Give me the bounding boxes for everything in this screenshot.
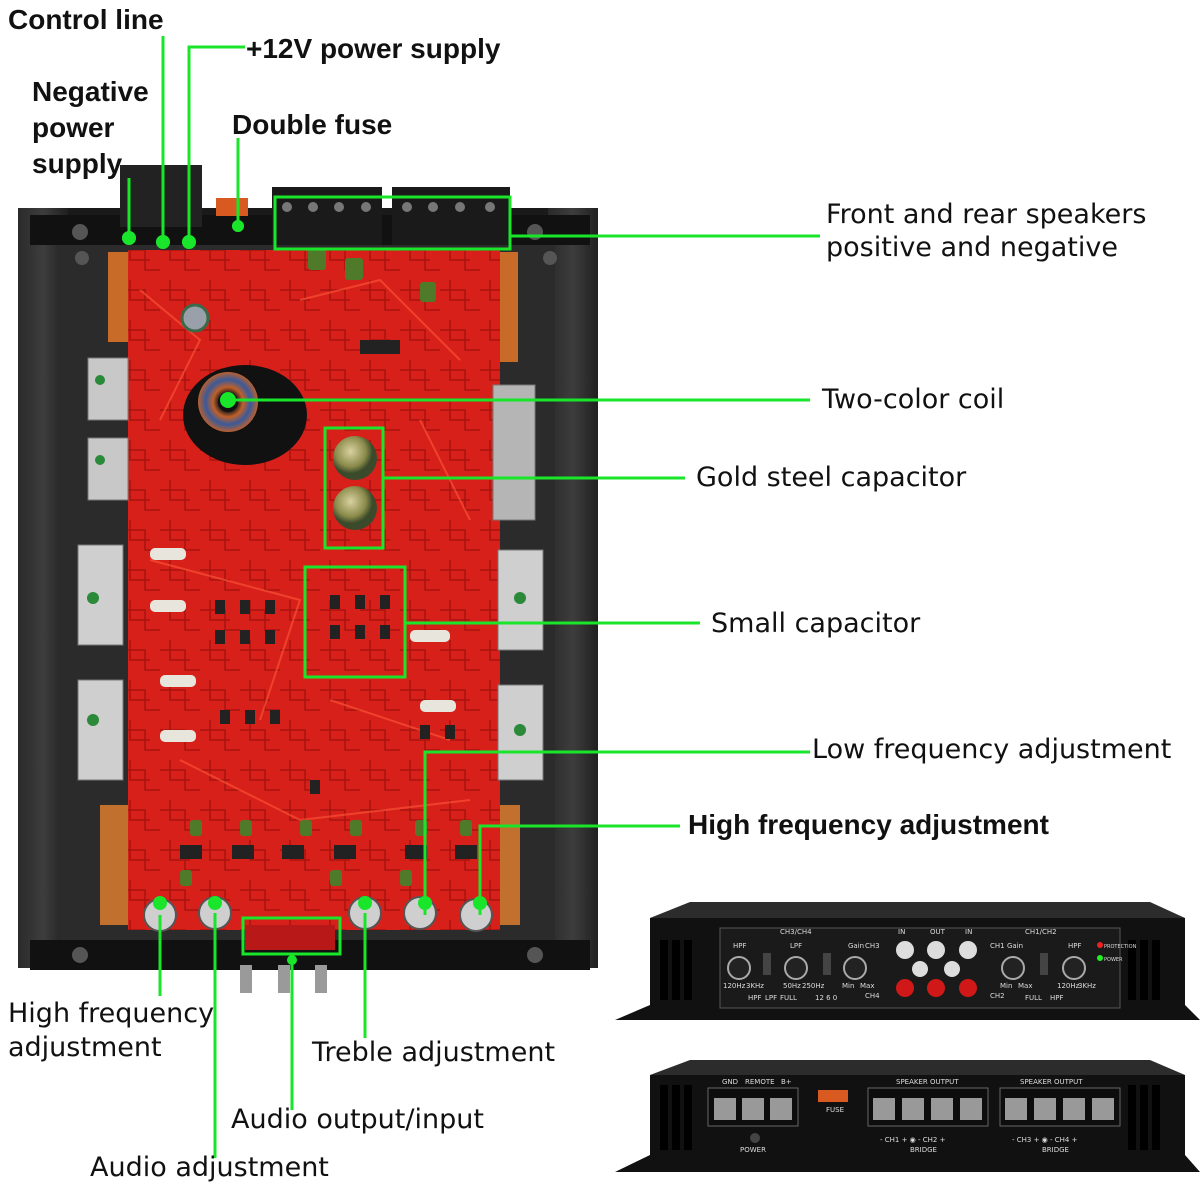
front-3khz-label: 3KHz <box>746 982 764 990</box>
rear-bridge-label-2: BRIDGE <box>1042 1146 1069 1154</box>
resistors <box>150 548 456 742</box>
electrolytic-capacitors <box>333 436 377 530</box>
rear-power-label: POWER <box>740 1146 766 1154</box>
label-high-frequency-left: High frequency adjustment <box>8 998 215 1063</box>
label-negative-power: Negative power supply <box>32 76 149 179</box>
front-max-label-2: Max <box>1018 982 1032 990</box>
rear-speaker-output-2: SPEAKER OUTPUT <box>1020 1078 1083 1086</box>
front-max-label: Max <box>860 982 874 990</box>
small-components <box>180 340 477 859</box>
label-12v-power: +12V power supply <box>246 33 501 64</box>
label-gold-steel-capacitor: Gold steel capacitor <box>696 462 967 493</box>
front-ch3-label: CH3 <box>865 942 880 950</box>
front-group-right: CH1/CH2 <box>1025 928 1057 936</box>
amplifier-rear-panel: GND REMOTE B+ FUSE SPEAKER OUTPUT SPEAKE… <box>615 1060 1200 1172</box>
front-hpf-label-4: HPF <box>1050 994 1064 1002</box>
rear-speaker-output-1: SPEAKER OUTPUT <box>896 1078 959 1086</box>
front-50hz-label: 50Hz <box>783 982 801 990</box>
speaker-terminals-box <box>273 195 512 251</box>
front-ch4-label: CH4 <box>865 992 880 1000</box>
front-min-label-2: Min <box>1000 982 1012 990</box>
front-hpf-label: HPF <box>733 942 747 950</box>
front-gain-label-2: Gain <box>1007 942 1023 950</box>
label-control-line: Control line <box>8 4 164 35</box>
front-120hz-label-2: 120Hz <box>1057 982 1080 990</box>
front-3khz-label-2: 3KHz <box>1078 982 1096 990</box>
toroid-coil <box>180 303 307 465</box>
front-hpf-label-2: HPF <box>1068 942 1082 950</box>
rear-gnd-label: GND <box>722 1078 738 1086</box>
label-audio-adjustment: Audio adjustment <box>90 1152 329 1183</box>
front-out-label: OUT <box>930 928 946 936</box>
front-power-label: POWER <box>1104 957 1123 963</box>
label-two-color-coil: Two-color coil <box>822 384 1005 415</box>
label-low-frequency: Low frequency adjustment <box>812 734 1172 765</box>
front-120hz-label: 120Hz <box>723 982 746 990</box>
label-treble: Treble adjustment <box>312 1037 556 1068</box>
rear-bridge-label-1: BRIDGE <box>910 1146 937 1154</box>
front-full-label-2: FULL <box>1025 994 1042 1002</box>
front-in-label: IN <box>898 928 905 936</box>
rear-ch34-label: - CH3 + ◉ - CH4 + <box>1012 1136 1078 1144</box>
rear-bplus-label: B+ <box>781 1078 792 1086</box>
front-gain-label: Gain <box>848 942 864 950</box>
callout-dots <box>122 220 487 965</box>
front-protection-label: PROTECTION <box>1104 944 1137 950</box>
front-ch2-label: CH2 <box>990 992 1005 1000</box>
transistor-clamps <box>77 357 544 781</box>
label-audio-io: Audio output/input <box>231 1104 484 1135</box>
label-small-capacitor: Small capacitor <box>711 608 921 639</box>
film-capacitors <box>180 248 472 886</box>
front-ch1-label: CH1 <box>990 942 1005 950</box>
rear-ch12-label: - CH1 + ◉ - CH2 + <box>880 1136 946 1144</box>
front-bass-values: 12 6 0 <box>815 994 837 1002</box>
amplifier-front-panel: CH3/CH4 CH1/CH2 IN OUT IN HPF LPF Gain C… <box>615 902 1200 1020</box>
front-in-label-2: IN <box>965 928 972 936</box>
label-speakers: Front and rear speakers positive and neg… <box>826 199 1147 263</box>
front-lpf-label: LPF <box>790 942 802 950</box>
front-min-label: Min <box>842 982 854 990</box>
front-250hz-label: 250Hz <box>802 982 825 990</box>
rear-fuse-label: FUSE <box>826 1106 844 1114</box>
rear-remote-label: REMOTE <box>745 1078 775 1086</box>
rca-jacks <box>240 925 335 993</box>
gold-capacitor-box <box>323 426 385 550</box>
front-lpf-label-2: LPF <box>765 994 777 1002</box>
front-hpf-label-3: HPF <box>748 994 762 1002</box>
front-full-label: FULL <box>780 994 797 1002</box>
circuit-board <box>128 250 500 930</box>
front-group-left: CH3/CH4 <box>780 928 812 936</box>
callout-lines <box>127 36 820 1158</box>
label-double-fuse: Double fuse <box>232 109 393 140</box>
label-high-frequency-right: High frequency adjustment <box>688 809 1049 840</box>
